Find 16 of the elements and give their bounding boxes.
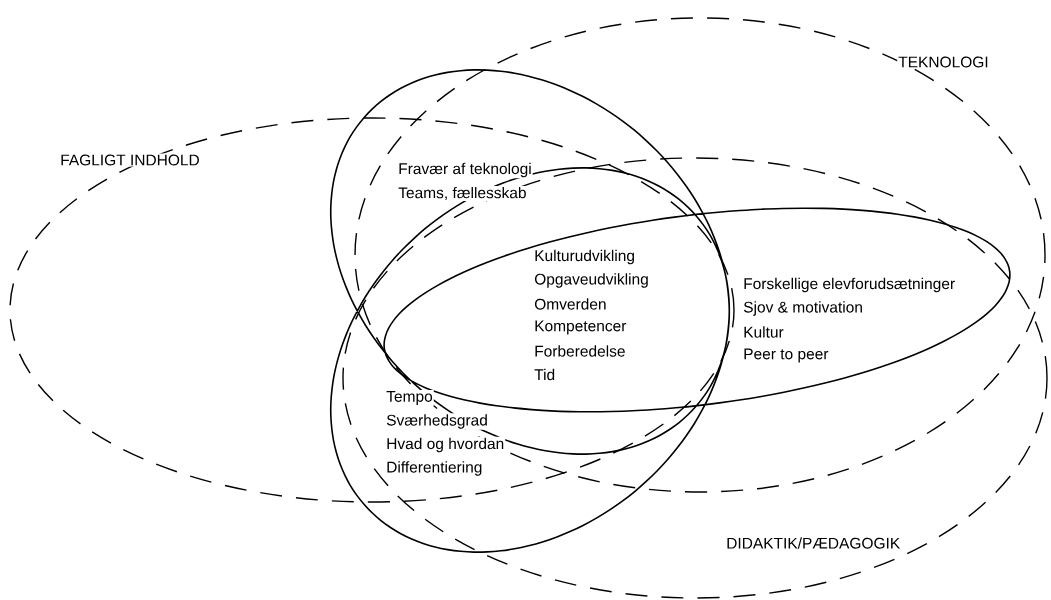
list-item: Tid: [533, 367, 557, 382]
list-item: Peer to peer: [742, 347, 830, 364]
list-item: Differentiering: [385, 460, 484, 477]
list-item: Teams, fællesskab: [397, 185, 528, 202]
list-item: Sjov & motivation: [742, 300, 864, 317]
list-item: Omverden: [533, 297, 608, 311]
list-item: Hvad og hvordan: [385, 436, 506, 454]
list-item: Sværhedsgrad: [385, 413, 489, 430]
list-item: Fravær af teknologi: [397, 161, 533, 179]
list-item: Forberedelse: [533, 344, 627, 358]
list-item: Kompetencer: [533, 319, 628, 336]
list-item: Opgaveudvikling: [533, 272, 650, 289]
list-item: Tempo: [385, 390, 434, 406]
list-item: Kulturudvikling: [533, 248, 636, 266]
list-item: Kultur: [742, 325, 785, 339]
list-item: Forskellige elevforudsætninger: [742, 276, 957, 294]
